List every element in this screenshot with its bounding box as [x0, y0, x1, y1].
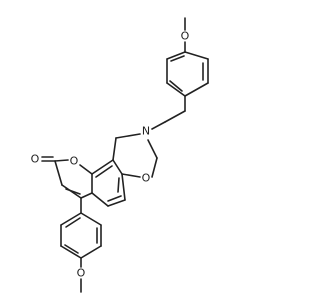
bond — [60, 212, 82, 226]
bond — [80, 192, 93, 199]
methoxy-top-oxygen-label: O — [181, 30, 190, 43]
bond — [112, 159, 123, 175]
bond — [79, 164, 93, 175]
bond — [65, 188, 81, 195]
pyranone-ring — [54, 159, 93, 199]
top-methoxyphenyl-ring — [166, 51, 209, 97]
bond — [91, 192, 109, 207]
bond — [60, 245, 82, 259]
molecule-diagram: O N O O O O — [31, 17, 209, 293]
double-bond-inner — [95, 165, 113, 178]
double-bond-inner — [107, 195, 122, 202]
bond — [91, 159, 114, 175]
double-bond-inner — [65, 217, 81, 228]
bond — [121, 173, 141, 178]
double-bond-inner — [170, 55, 185, 62]
bond — [80, 245, 102, 259]
bond — [147, 139, 158, 159]
bond — [151, 157, 158, 178]
bond — [166, 82, 186, 97]
double-bond-inner — [169, 80, 183, 92]
bond — [166, 51, 186, 60]
bottom-methoxyphenyl-ring — [60, 212, 102, 259]
bond — [121, 173, 126, 201]
structure-canvas: O N O O O O — [31, 17, 209, 293]
bond — [107, 199, 126, 207]
bond — [184, 82, 209, 97]
carbonyl-oxygen-label: O — [31, 153, 40, 166]
bond — [184, 51, 209, 60]
ring-nitrogen-label: N — [142, 125, 150, 138]
bond — [115, 133, 141, 139]
bond — [54, 159, 69, 162]
bond — [112, 137, 117, 161]
oxazine-ring — [112, 133, 158, 178]
pyranone-ring-oxygen-label: O — [70, 155, 79, 168]
methoxy-bottom-oxygen-label: O — [77, 267, 86, 280]
double-bond-inner — [64, 244, 79, 254]
central-benzene-ring — [91, 159, 126, 207]
bond — [80, 212, 102, 226]
bond-ethyl-to-nitrogen — [151, 121, 166, 130]
double-bond-inner — [117, 177, 120, 193]
oxazine-ring-oxygen-label: O — [142, 172, 151, 185]
bond-ethyl — [164, 110, 186, 123]
bond — [54, 160, 63, 186]
